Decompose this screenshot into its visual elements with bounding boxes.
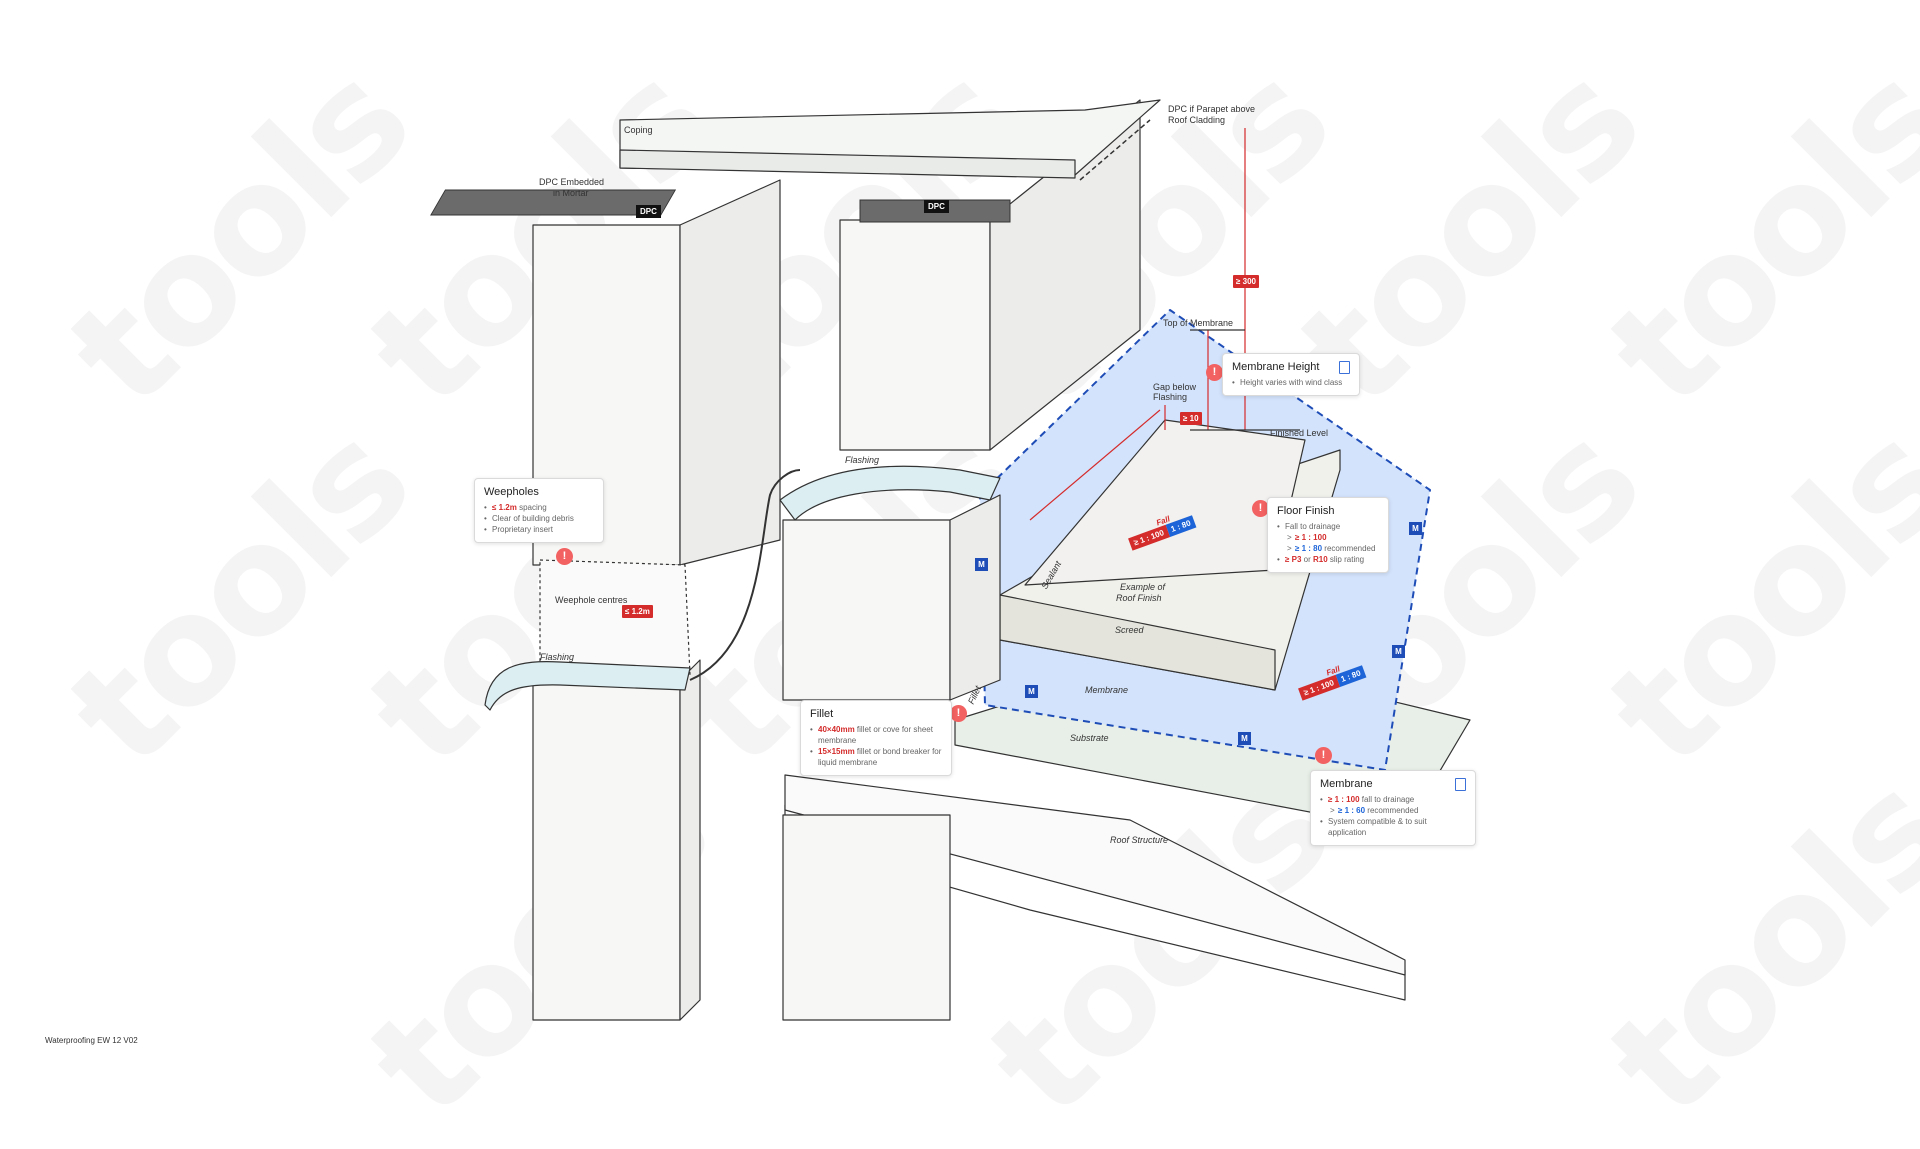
label-example-finish-2: Roof Finish bbox=[1116, 593, 1162, 603]
callout-bullet: ≥ 1 : 100 fall to drainage bbox=[1320, 794, 1466, 805]
text: slip rating bbox=[1327, 555, 1365, 564]
label-membrane: Membrane bbox=[1085, 685, 1129, 695]
value: ≥ 1 : 100 bbox=[1328, 795, 1360, 804]
dpc-strip-left bbox=[430, 189, 677, 216]
value: ≥ 1 : 100 bbox=[1295, 533, 1327, 542]
callout-sub-bullet: ≥ 1 : 100 bbox=[1277, 532, 1379, 543]
callout-sub-bullet: ≥ 1 : 80 recommended bbox=[1277, 543, 1379, 554]
label-finished-level: Finished Level bbox=[1270, 428, 1329, 438]
value: ≥ P3 bbox=[1285, 555, 1302, 564]
value: ≥ 1 : 60 bbox=[1338, 806, 1366, 815]
alert-icon[interactable]: ! bbox=[1206, 364, 1223, 381]
callout-title: Weepholes bbox=[484, 486, 539, 498]
coping-dpc-line bbox=[1079, 119, 1151, 181]
tag-gap-below: ≥ 10 bbox=[1180, 412, 1202, 425]
left-wall-lower-side bbox=[679, 659, 701, 1021]
callout-bullet: ≥ P3 or R10 slip rating bbox=[1277, 554, 1379, 565]
text: or bbox=[1301, 555, 1313, 564]
label-coping: Coping bbox=[624, 125, 653, 135]
callout-bullet: System compatible & to suit application bbox=[1320, 816, 1466, 838]
label-dpc-parapet-2: Roof Cladding bbox=[1168, 115, 1226, 125]
label-flashing-upper: Flashing bbox=[845, 455, 880, 465]
value: ≤ 1.2m bbox=[492, 503, 517, 512]
callout-title: Floor Finish bbox=[1277, 505, 1335, 517]
label-dpc-embedded-1: DPC Embedded bbox=[539, 177, 605, 187]
label-dpc-parapet-1: DPC if Parapet above bbox=[1168, 104, 1256, 114]
text: fillet or bond breaker for liquid membra… bbox=[818, 747, 942, 767]
callout-bullet: Clear of building debris bbox=[484, 513, 594, 524]
waterproofing-diagram: tools tools tools tools tools tools tool… bbox=[0, 0, 1920, 1080]
label-weephole-centres: Weephole centres bbox=[555, 595, 628, 605]
label-example-finish-1: Example of bbox=[1120, 582, 1166, 592]
alert-icon[interactable]: ! bbox=[556, 548, 573, 565]
cavity-flashing bbox=[689, 469, 801, 681]
callout-bullet: 40×40mm fillet or cove for sheet membran… bbox=[810, 724, 942, 746]
label-dpc-embedded-2: in Mortar bbox=[553, 188, 589, 198]
callout-title: Membrane bbox=[1320, 778, 1373, 790]
alert-icon[interactable]: ! bbox=[950, 705, 967, 722]
document-icon[interactable] bbox=[1455, 778, 1466, 791]
label-roof-structure: Roof Structure bbox=[1110, 835, 1169, 845]
callout-bullet: 15×15mm fillet or bond breaker for liqui… bbox=[810, 746, 942, 768]
callout-floor-finish[interactable]: Floor Finish Fall to drainage ≥ 1 : 100 … bbox=[1267, 497, 1389, 573]
alert-icon[interactable]: ! bbox=[1252, 500, 1269, 517]
drawing-reference: Waterproofing EW 12 V02 bbox=[45, 1036, 138, 1045]
roof-finish bbox=[1024, 419, 1306, 586]
right-wall-lower bbox=[782, 814, 951, 1021]
right-wall-upper bbox=[839, 219, 991, 451]
callout-membrane-height[interactable]: Membrane Height Height varies with wind … bbox=[1222, 353, 1360, 396]
callout-bullet: Fall to drainage bbox=[1277, 521, 1379, 532]
value: R10 bbox=[1312, 555, 1328, 564]
weephole-gap bbox=[539, 559, 691, 676]
callout-membrane[interactable]: Membrane ≥ 1 : 100 fall to drainage ≥ 1 … bbox=[1310, 770, 1476, 846]
alert-icon[interactable]: ! bbox=[1315, 747, 1332, 764]
label-substrate: Substrate bbox=[1070, 733, 1109, 743]
value: 40×40mm bbox=[818, 725, 855, 734]
label-top-of-membrane: Top of Membrane bbox=[1163, 318, 1234, 328]
text: fillet or cove for sheet membrane bbox=[818, 725, 933, 745]
right-wall-middle-side bbox=[949, 494, 1001, 701]
membrane-marker: M bbox=[1238, 732, 1251, 745]
flashing-lower bbox=[484, 661, 691, 711]
callout-bullet: ≤ 1.2m spacing bbox=[484, 502, 594, 513]
text: fall to drainage bbox=[1359, 795, 1415, 804]
value: 15×15mm bbox=[818, 747, 855, 756]
coping-face bbox=[619, 149, 1076, 179]
document-icon[interactable] bbox=[1339, 361, 1350, 374]
right-wall-middle bbox=[782, 519, 951, 701]
value: ≥ 1 : 80 bbox=[1295, 544, 1323, 553]
sealant-line bbox=[1029, 409, 1161, 521]
callout-bullet: Height varies with wind class bbox=[1232, 377, 1350, 388]
membrane-marker: M bbox=[1392, 645, 1405, 658]
tag-membrane-height: ≥ 300 bbox=[1233, 275, 1259, 288]
label-flashing-lower: Flashing bbox=[540, 652, 575, 662]
callout-weepholes[interactable]: Weepholes ≤ 1.2m spacing Clear of buildi… bbox=[474, 478, 604, 543]
wall-roof-section-drawing bbox=[430, 99, 1471, 1021]
label-screed: Screed bbox=[1115, 625, 1144, 635]
dpc-tag-left: DPC bbox=[636, 205, 661, 218]
text: recommended bbox=[1322, 544, 1376, 553]
left-wall-upper-side bbox=[679, 179, 781, 566]
label-gap-below-2: Flashing bbox=[1153, 392, 1188, 402]
callout-title: Fillet bbox=[810, 708, 834, 720]
callout-sub-bullet: ≥ 1 : 60 recommended bbox=[1320, 805, 1466, 816]
text: spacing bbox=[516, 503, 547, 512]
flashing-upper bbox=[779, 465, 1001, 521]
callout-title: Membrane Height bbox=[1232, 361, 1320, 373]
dpc-tag-right: DPC bbox=[924, 200, 949, 213]
label-gap-below-1: Gap below bbox=[1153, 382, 1197, 392]
tag-weephole-centres: ≤ 1.2m bbox=[622, 605, 653, 618]
membrane-marker: M bbox=[1025, 685, 1038, 698]
membrane-marker: M bbox=[1409, 522, 1422, 535]
callout-fillet[interactable]: Fillet 40×40mm fillet or cove for sheet … bbox=[800, 700, 952, 776]
callout-bullet: Proprietary insert bbox=[484, 524, 594, 535]
membrane-marker: M bbox=[975, 558, 988, 571]
left-wall-lower bbox=[532, 679, 681, 1021]
text: recommended bbox=[1365, 806, 1419, 815]
